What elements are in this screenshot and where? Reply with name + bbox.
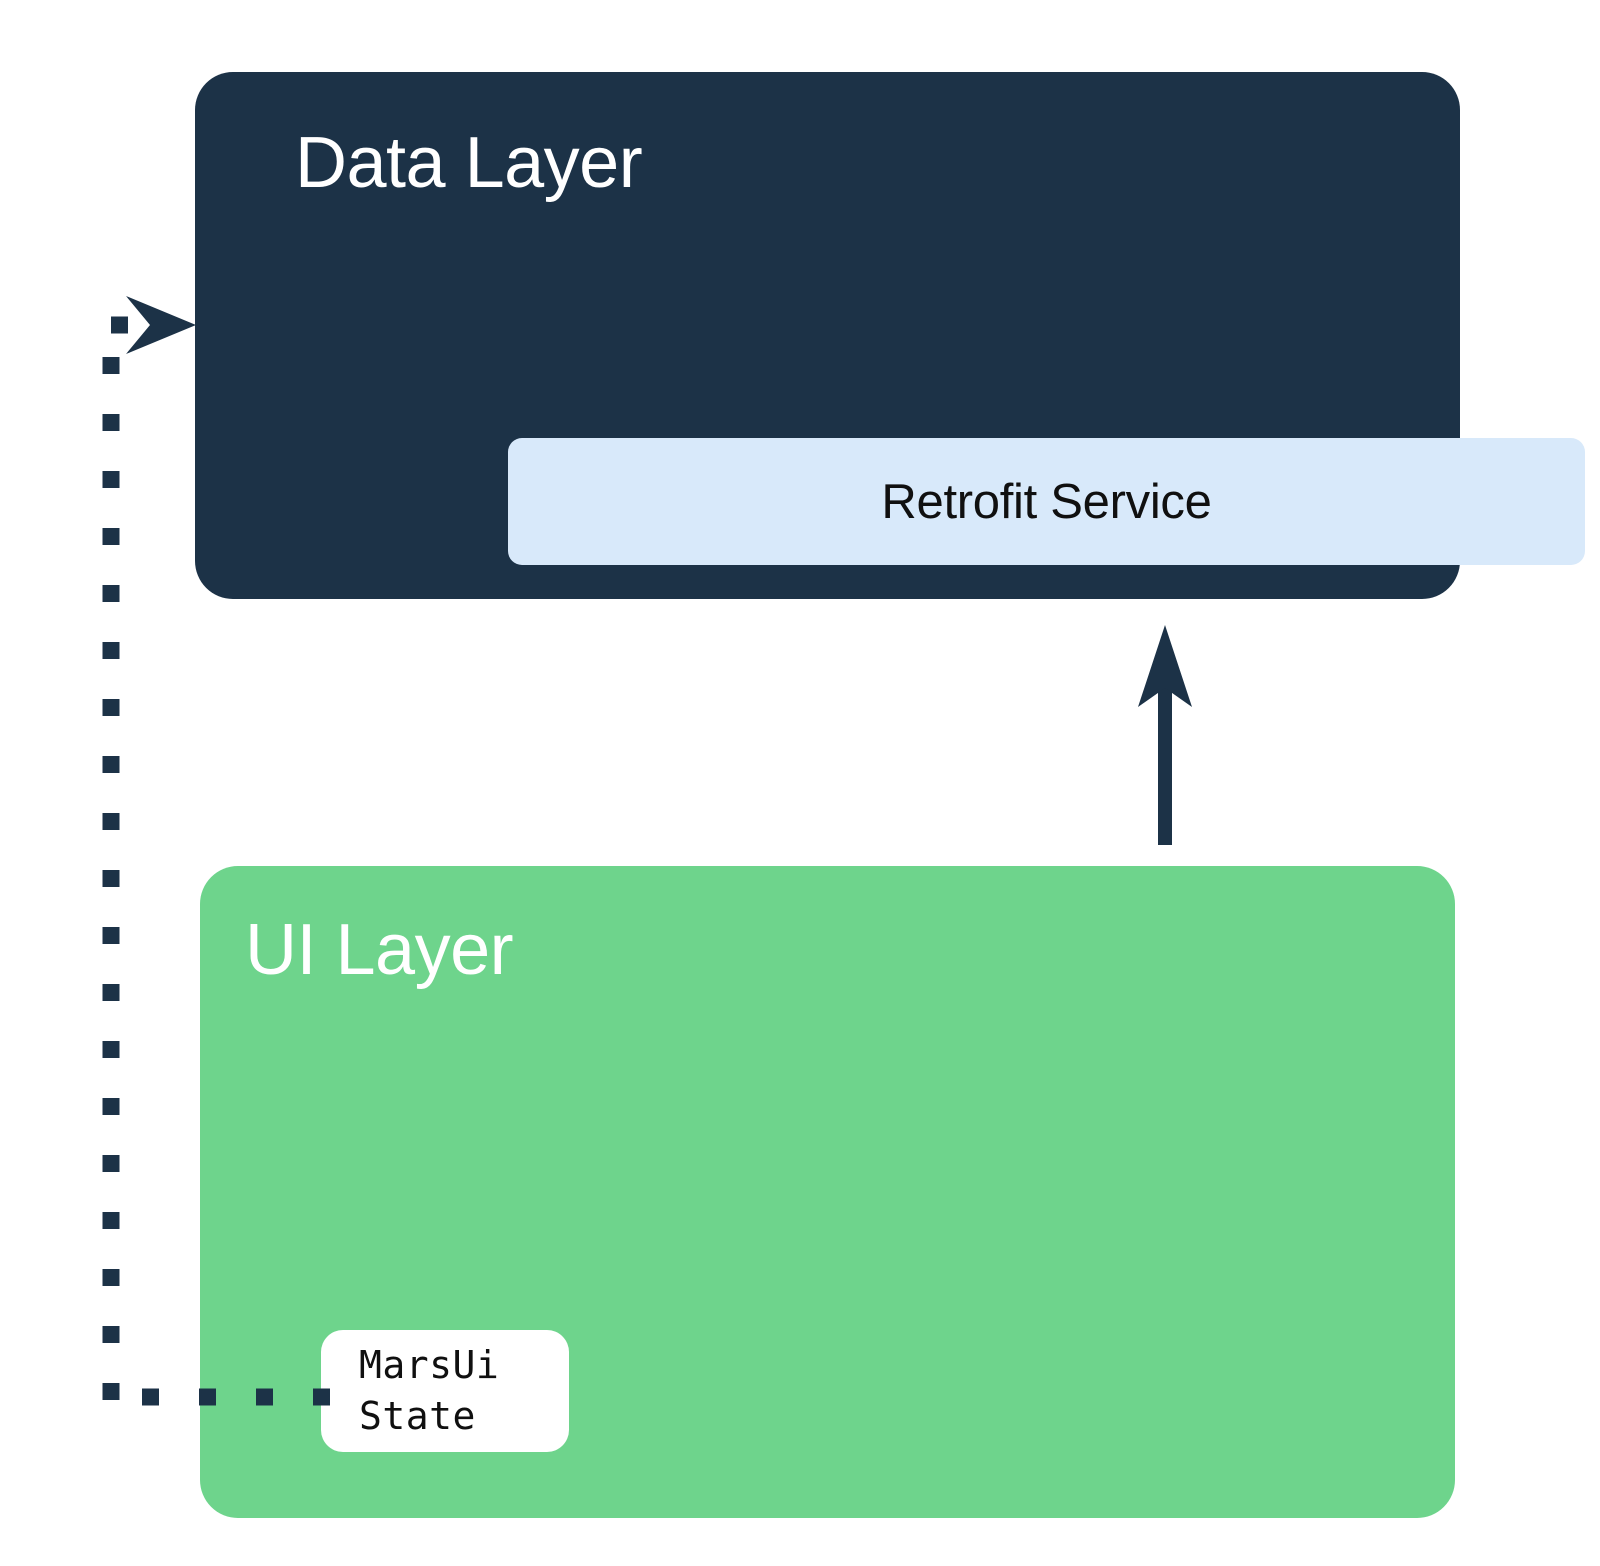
retrofit-service-box: Retrofit Service — [508, 438, 1585, 565]
ui-layer-title: UI Layer — [245, 910, 514, 990]
ui-to-data-arrow — [1138, 625, 1192, 845]
data-layer-container: Data Layer Retrofit Service — [195, 72, 1585, 599]
mars-ui-state-line1: MarsUi — [359, 1342, 500, 1387]
data-layer-title: Data Layer — [295, 123, 643, 203]
mars-ui-state-chip: MarsUi State — [321, 1330, 569, 1452]
mars-ui-state-line2: State — [359, 1394, 476, 1438]
